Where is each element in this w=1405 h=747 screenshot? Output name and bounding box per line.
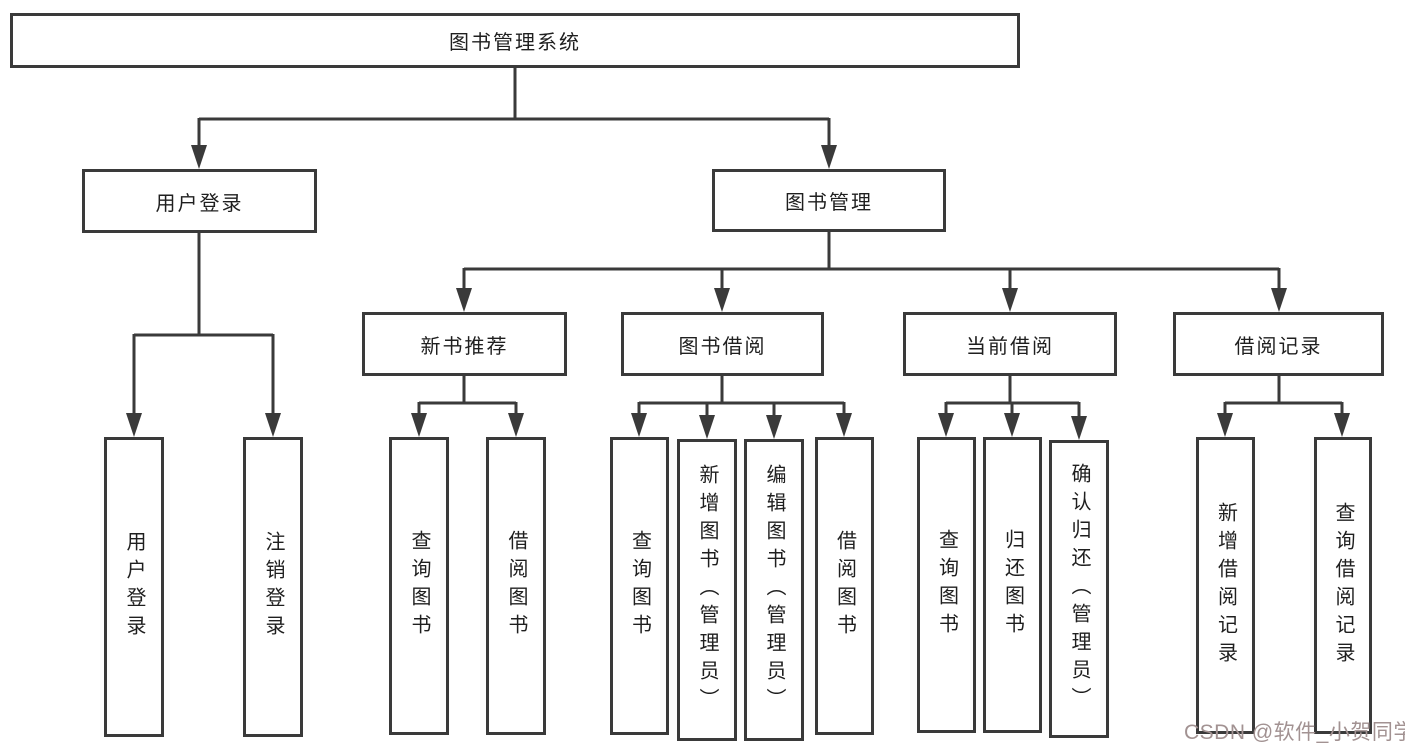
leaf-logout: 注销登录 <box>243 437 303 737</box>
node-user-login: 用户登录 <box>82 169 317 233</box>
node-book-management: 图书管理 <box>712 169 946 232</box>
leaf-query-borrow-record: 查询借阅记录 <box>1314 437 1372 734</box>
leaf-recommend-query-books: 查询图书 <box>389 437 449 735</box>
leaf-user-login: 用户登录 <box>104 437 164 737</box>
leaf-confirm-return-admin: 确认归还（管理员） <box>1049 440 1109 738</box>
leaf-add-books-admin: 新增图书（管理员） <box>677 439 737 741</box>
leaf-recommend-borrow-books: 借阅图书 <box>486 437 546 735</box>
leaf-borrow-books: 借阅图书 <box>815 437 874 735</box>
node-borrow-records: 借阅记录 <box>1173 312 1384 376</box>
leaf-return-books: 归还图书 <box>983 437 1042 733</box>
leaf-add-borrow-record: 新增借阅记录 <box>1196 437 1255 734</box>
node-new-book-recommend: 新书推荐 <box>362 312 567 376</box>
arrowheads <box>126 145 1350 440</box>
leaf-current-query-books: 查询图书 <box>917 437 976 733</box>
node-book-borrow: 图书借阅 <box>621 312 824 376</box>
node-current-borrow: 当前借阅 <box>903 312 1117 376</box>
node-root: 图书管理系统 <box>10 13 1020 68</box>
leaf-edit-books-admin: 编辑图书（管理员） <box>744 439 804 741</box>
leaf-borrow-query-books: 查询图书 <box>610 437 669 735</box>
